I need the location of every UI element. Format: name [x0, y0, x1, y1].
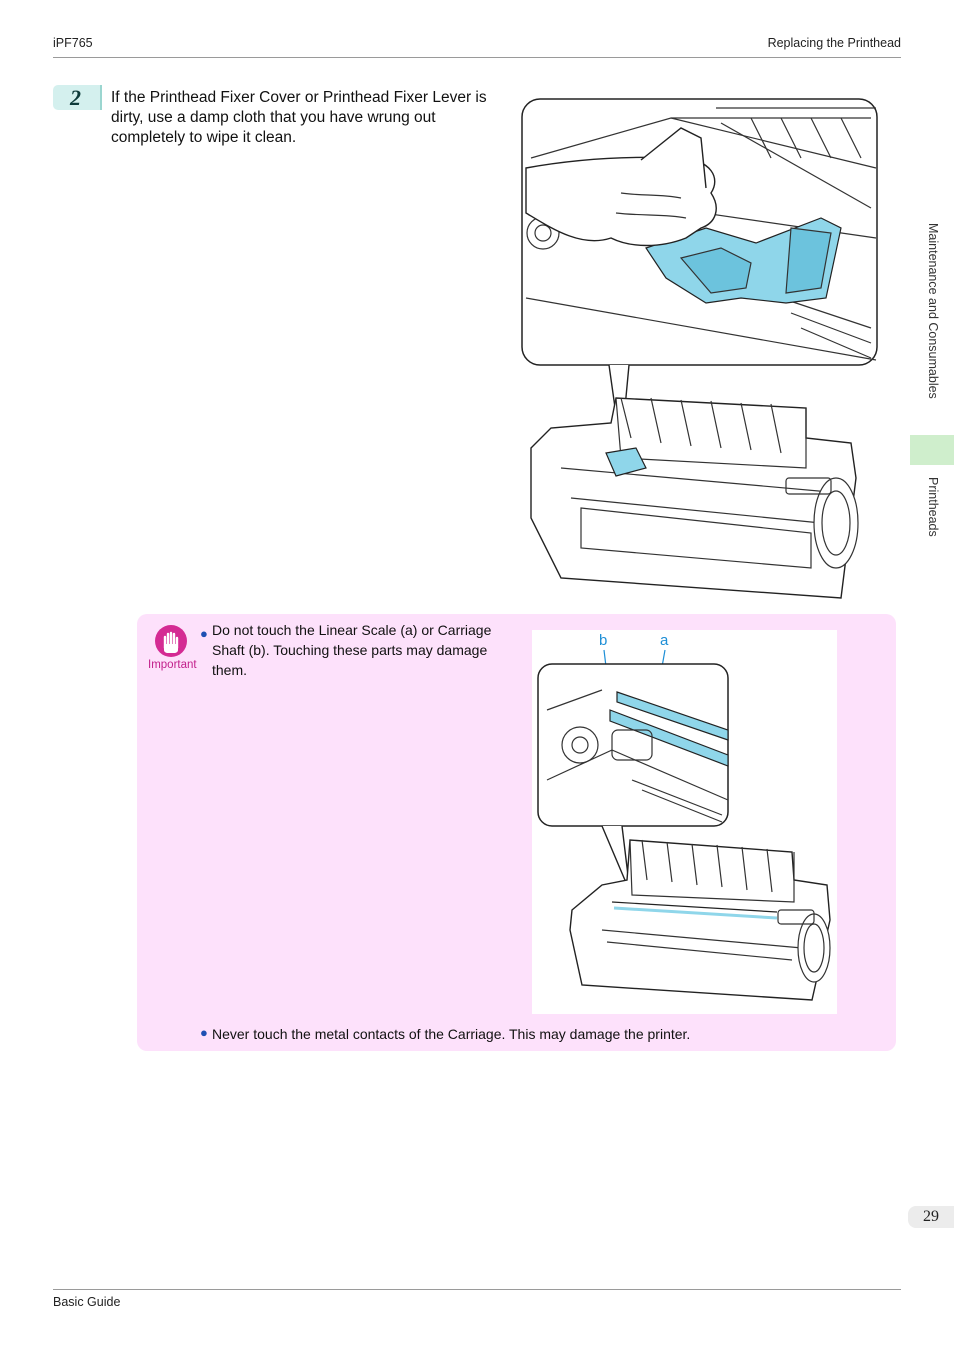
important-bullet-1: Do not touch the Linear Scale (a) or Car… [212, 622, 492, 678]
step-badge: 2 [53, 85, 102, 110]
side-tab-printheads[interactable]: Printheads [926, 477, 940, 537]
important-bullet-2: Never touch the metal contacts of the Ca… [212, 1026, 691, 1042]
bullet-icon: ● [200, 626, 208, 641]
important-label: Important [148, 659, 197, 671]
footer-divider [53, 1289, 901, 1290]
callout-label-b: b [599, 632, 608, 649]
linear-scale-shaft-illustration: b a [532, 630, 837, 1014]
footer-title: Basic Guide [53, 1295, 121, 1309]
important-note: Important ● Do not touch the Linear Scal… [137, 614, 896, 1051]
callout-label-a: a [660, 632, 669, 649]
header-section-title: Replacing the Printhead [767, 36, 901, 50]
step-instruction: If the Printhead Fixer Cover or Printhea… [111, 89, 487, 146]
header-product-name: iPF765 [53, 36, 93, 50]
step-number: 2 [70, 85, 81, 110]
side-navigation: Maintenance and Consumables Printheads [910, 205, 954, 565]
header-divider [53, 57, 901, 58]
side-tab-highlight [910, 435, 954, 465]
side-tab-maintenance[interactable]: Maintenance and Consumables [926, 223, 940, 399]
bullet-icon: ● [200, 1025, 208, 1040]
page-number: 29 [908, 1206, 954, 1228]
important-hand-icon [155, 625, 187, 657]
linear-scale-shaft-drawing [537, 649, 831, 1001]
printhead-cleaning-illustration [521, 98, 878, 599]
